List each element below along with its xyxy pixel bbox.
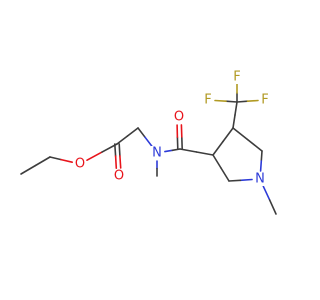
bond-n_amide-c_amide-half-b — [171, 148, 181, 152]
bond-n_ring-c_ring_2-half-a — [239, 178, 253, 182]
svg-text:O: O — [114, 169, 124, 184]
bond-c_cf3-f_left-half-b — [214, 99, 227, 102]
bond-o_ester-c_ester-half-a — [86, 151, 103, 161]
atom-f-left: F — [202, 93, 214, 108]
bond-c_cf3-f_left-half-a — [225, 100, 238, 103]
bond-c_ester-o_ester_carbonyl-line-1-half-a — [118, 143, 121, 157]
bond-c_ethyl_end-c_ethyl-half-b — [34, 156, 51, 167]
bond-c_ring_4-c_ring_5-half-b — [246, 138, 263, 152]
svg-text:N: N — [152, 146, 162, 161]
bond-n_amide-c_amide-half-a — [164, 149, 174, 153]
atom-label-layer: O O N O F F F N — [74, 70, 271, 187]
bond-c_ring_2-c_ring_3-half-b — [212, 154, 222, 169]
bond-n_ring-c_ring_2-half-b — [228, 179, 242, 182]
bond-c_amide-c_ring_3-half-b — [195, 151, 214, 156]
svg-text:F: F — [204, 93, 211, 108]
molecule-structure: O O N O F F F N — [20, 70, 277, 215]
bond-c_ring_5-n_ring-half-a — [260, 150, 263, 162]
bond-c_ring_4-c_cf3-half-a — [232, 114, 236, 129]
bond-c_methylene-n_amide-half-a — [137, 127, 146, 139]
svg-text:O: O — [174, 110, 184, 125]
atom-o-ester: O — [74, 157, 86, 172]
bond-c_ester-c_methylene-half-b — [126, 127, 139, 137]
bond-c_cf3-f_right-half-b — [246, 99, 259, 102]
atom-o-ester-carbonyl: O — [113, 169, 125, 184]
bond-c_ethyl_end-c_ethyl-half-a — [20, 164, 37, 175]
svg-text:O: O — [75, 157, 85, 172]
bond-c_ring_4-c_cf3-half-b — [234, 101, 238, 116]
svg-text:F: F — [233, 70, 240, 85]
atom-n-ring: N — [254, 172, 266, 187]
bond-c_ring_2-c_ring_3-half-a — [220, 167, 230, 182]
bond-c_cf3-f_right-half-a — [236, 100, 249, 103]
bond-c_ring_3-c_ring_4-half-b — [222, 127, 234, 143]
bond-c_methylene-n_amide-half-b — [144, 136, 153, 148]
bond-c_ester-c_methylene-half-a — [116, 135, 129, 145]
svg-text:N: N — [255, 172, 265, 187]
svg-text:F: F — [261, 93, 268, 108]
atom-f-right: F — [259, 93, 271, 108]
atom-o-amide-carbonyl: O — [173, 110, 185, 125]
bond-n_ring-c_ring_methyl-half-a — [262, 185, 271, 201]
bond-layer — [20, 83, 277, 215]
bond-c_ethyl-o_ester-half-b — [60, 158, 73, 163]
atom-f-top: F — [231, 70, 243, 85]
bond-c_ester-o_ester_carbonyl-line-2-half-a — [114, 143, 117, 157]
bond-c_amide-c_ring_3-half-a — [179, 148, 198, 153]
bond-c_ester-o_ester_carbonyl-line-2-half-b — [114, 155, 118, 169]
bond-c_ring_4-c_ring_5-half-a — [232, 127, 249, 141]
atom-n-amide: N — [151, 146, 163, 161]
bond-n_ring-c_ring_methyl-half-b — [268, 199, 277, 215]
bond-c_ethyl-o_ester-half-a — [49, 156, 62, 161]
bond-c_ring_5-n_ring-half-b — [259, 160, 263, 172]
bond-c_ring_3-c_ring_4-half-a — [212, 140, 224, 156]
bond-c_ester-o_ester_carbonyl-line-1-half-b — [119, 155, 122, 169]
